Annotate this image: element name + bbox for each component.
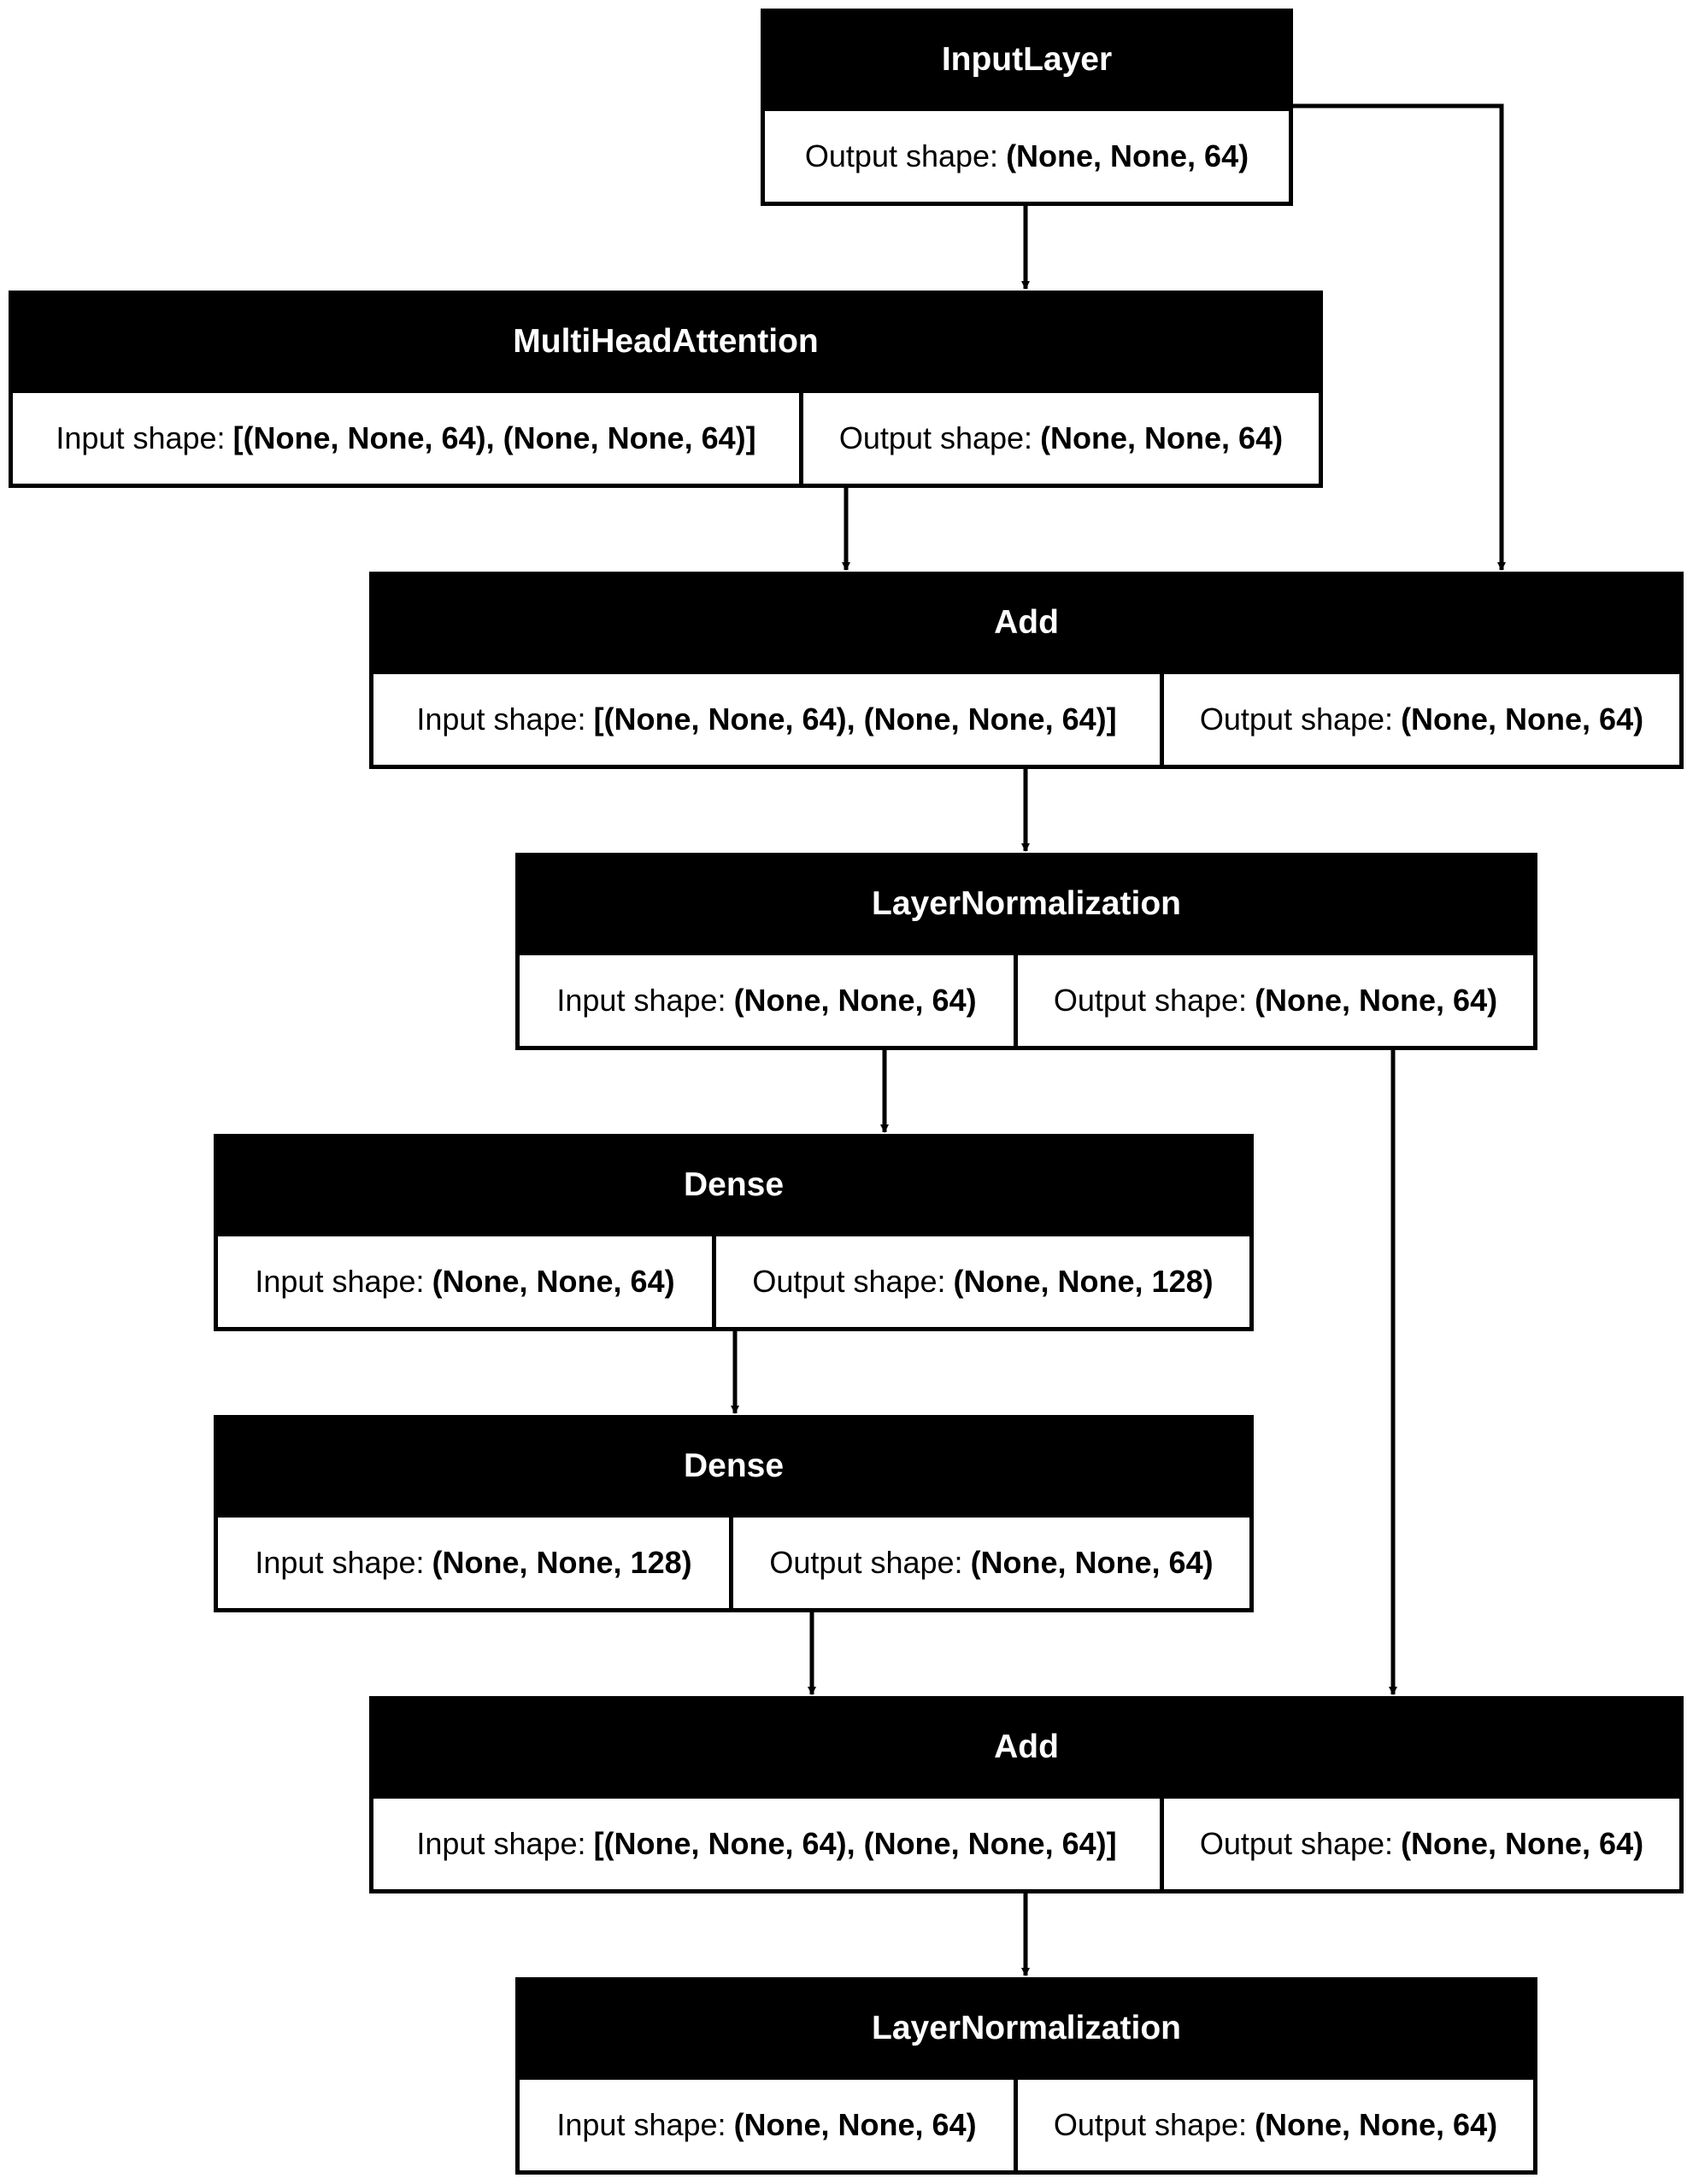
input-shape-label: Input shape: — [556, 2107, 726, 2142]
input-shape-cell: Input shape:(None, None, 64) — [218, 1236, 712, 1327]
input-shape-cell: Input shape:(None, None, 128) — [218, 1518, 729, 1608]
output-shape-cell: Output shape:(None, None, 64) — [1164, 674, 1679, 765]
dense-node-1: Dense Input shape:(None, None, 64) Outpu… — [214, 1134, 1254, 1331]
input-shape-cell: Input shape:[(None, None, 64), (None, No… — [373, 674, 1160, 765]
input-shape-value: (None, None, 128) — [432, 1545, 692, 1580]
layer-name: Dense — [683, 1166, 785, 1203]
output-shape-label: Output shape: — [804, 138, 999, 173]
output-shape-cell: Output shape:(None, None, 64) — [1164, 1799, 1679, 1889]
layer-name: LayerNormalization — [872, 2010, 1181, 2046]
output-shape-cell: Output shape:(None, None, 64) — [765, 111, 1289, 202]
output-shape-cell: Output shape:(None, None, 64) — [1018, 2080, 1533, 2170]
input-shape-label: Input shape: — [556, 983, 726, 1018]
input-layer-node: InputLayer Output shape:(None, None, 64) — [761, 9, 1293, 206]
input-shape-value: [(None, None, 64), (None, None, 64)] — [593, 1826, 1117, 1861]
output-shape-value: (None, None, 64) — [1255, 983, 1498, 1018]
layer-name: InputLayer — [941, 41, 1113, 78]
layer-normalization-node-2: LayerNormalization Input shape:(None, No… — [515, 1977, 1537, 2175]
input-shape-label: Input shape: — [416, 1826, 586, 1861]
input-shape-cell: Input shape:(None, None, 64) — [520, 2080, 1014, 2170]
layer-name: Add — [994, 604, 1059, 641]
output-shape-value: (None, None, 64) — [1006, 138, 1249, 173]
layer-name: LayerNormalization — [872, 885, 1181, 922]
edge-arrow-2 — [1293, 103, 1506, 571]
output-shape-label: Output shape: — [769, 1545, 963, 1580]
layer-normalization-node-1: LayerNormalization Input shape:(None, No… — [515, 853, 1537, 1050]
output-shape-value: (None, None, 128) — [953, 1264, 1214, 1299]
input-shape-label: Input shape: — [255, 1545, 425, 1580]
layer-name: Add — [994, 1729, 1059, 1765]
input-shape-value: (None, None, 64) — [432, 1264, 675, 1299]
output-shape-cell: Output shape:(None, None, 64) — [1018, 955, 1533, 1046]
input-shape-label: Input shape: — [56, 420, 226, 455]
output-shape-label: Output shape: — [752, 1264, 946, 1299]
input-shape-value: [(None, None, 64), (None, None, 64)] — [593, 702, 1117, 737]
output-shape-cell: Output shape:(None, None, 128) — [716, 1236, 1249, 1327]
input-shape-cell: Input shape:[(None, None, 64), (None, No… — [13, 393, 799, 484]
add-node-2: Add Input shape:[(None, None, 64), (None… — [369, 1696, 1684, 1893]
input-shape-cell: Input shape:(None, None, 64) — [520, 955, 1014, 1046]
output-shape-value: (None, None, 64) — [1401, 702, 1644, 737]
input-shape-value: (None, None, 64) — [733, 2107, 977, 2142]
output-shape-value: (None, None, 64) — [970, 1545, 1214, 1580]
output-shape-label: Output shape: — [1199, 702, 1394, 737]
layer-name: MultiHeadAttention — [513, 323, 819, 360]
output-shape-label: Output shape: — [1053, 2107, 1248, 2142]
output-shape-value: (None, None, 64) — [1255, 2107, 1498, 2142]
output-shape-label: Output shape: — [1199, 1826, 1394, 1861]
output-shape-value: (None, None, 64) — [1401, 1826, 1644, 1861]
output-shape-label: Output shape: — [1053, 983, 1248, 1018]
add-node-1: Add Input shape:[(None, None, 64), (None… — [369, 572, 1684, 769]
output-shape-value: (None, None, 64) — [1040, 420, 1284, 455]
layer-name: Dense — [683, 1447, 785, 1484]
output-shape-label: Output shape: — [838, 420, 1033, 455]
input-shape-value: [(None, None, 64), (None, None, 64)] — [232, 420, 756, 455]
dense-node-2: Dense Input shape:(None, None, 128) Outp… — [214, 1415, 1254, 1612]
input-shape-label: Input shape: — [255, 1264, 425, 1299]
input-shape-label: Input shape: — [416, 702, 586, 737]
multi-head-attention-node: MultiHeadAttention Input shape:[(None, N… — [9, 291, 1323, 488]
output-shape-cell: Output shape:(None, None, 64) — [733, 1518, 1249, 1608]
input-shape-cell: Input shape:[(None, None, 64), (None, No… — [373, 1799, 1160, 1889]
output-shape-cell: Output shape:(None, None, 64) — [803, 393, 1319, 484]
input-shape-value: (None, None, 64) — [733, 983, 977, 1018]
